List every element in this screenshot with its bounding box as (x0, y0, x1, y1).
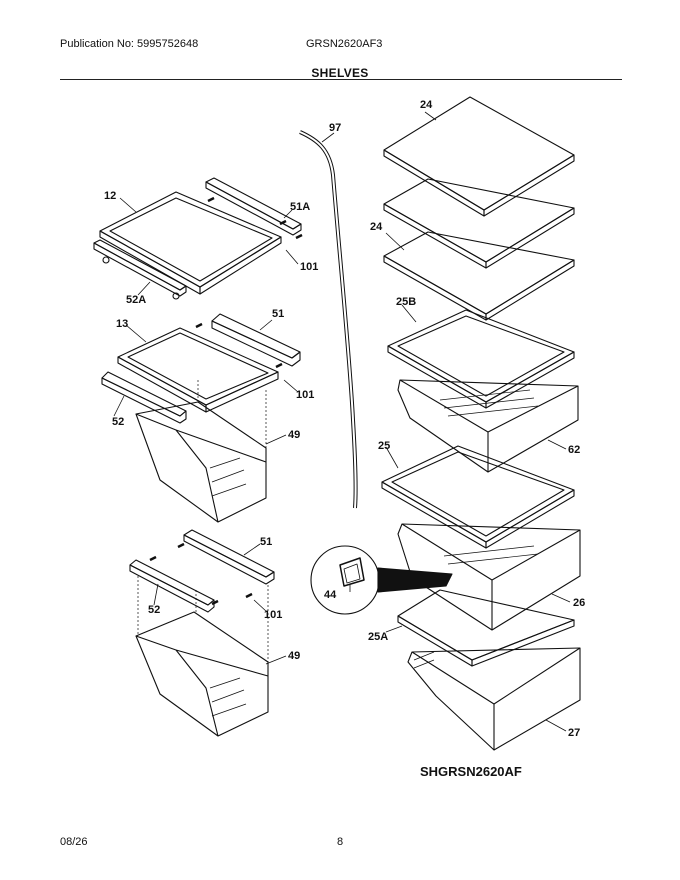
screw-101-c (149, 542, 253, 606)
part-51A-rail (205, 177, 302, 236)
callout-13: 13 (116, 318, 128, 330)
callout-52-b: 52 (148, 604, 160, 616)
callout-26: 26 (573, 597, 585, 609)
callout-52-a: 52 (112, 416, 124, 428)
callout-24-top: 24 (420, 99, 433, 111)
screw-101-a (207, 196, 303, 240)
footer-date: 08/26 (60, 836, 88, 848)
part-27-crisper-drawer (407, 647, 581, 751)
screw-101-b (195, 322, 283, 369)
callout-101-b: 101 (296, 389, 314, 401)
part-51-rail-b (183, 529, 275, 585)
part-97-tube (299, 130, 358, 509)
part-25A-crisper-cover (397, 589, 575, 667)
callout-97: 97 (329, 122, 341, 134)
section-title: SHELVES (311, 66, 369, 80)
part-52-rail-b (129, 559, 215, 613)
callout-27: 27 (568, 727, 580, 739)
callout-49-b: 49 (288, 650, 300, 662)
header-rule (60, 79, 622, 80)
page-number: 8 (337, 836, 344, 848)
part-24-shelf-top (383, 96, 575, 217)
callout-44: 44 (324, 589, 337, 601)
publication-number: Publication No: 5995752648 (60, 38, 199, 50)
callout-101-c: 101 (264, 609, 282, 621)
part-12-glass-shelf (99, 191, 282, 295)
part-52A-rail (93, 239, 187, 300)
callout-51-b: 51 (260, 536, 272, 548)
callout-25B: 25B (396, 296, 416, 308)
callout-12: 12 (104, 190, 116, 202)
part-13-glass-shelf (117, 327, 279, 413)
part-24-shelf-mid (383, 178, 575, 269)
callout-25: 25 (378, 440, 390, 452)
callout-52A: 52A (126, 294, 146, 306)
part-62-crisper-drawer (397, 379, 579, 473)
callout-49-a: 49 (288, 429, 300, 441)
model-number: GRSN2620AF3 (306, 38, 383, 50)
part-52-rail-a (101, 371, 187, 424)
callout-62: 62 (568, 444, 580, 456)
part-49-bin-upper (135, 380, 267, 523)
leader-lines (113, 111, 571, 732)
part-25B-crisper-cover (387, 309, 575, 409)
callout-51A: 51A (290, 201, 310, 213)
callout-25A: 25A (368, 631, 388, 643)
part-44-label-callout (310, 545, 453, 615)
callout-51-a: 51 (272, 308, 284, 320)
part-49-bin-lower (135, 576, 269, 737)
callout-101-a: 101 (300, 261, 318, 273)
part-51-rail-a (211, 313, 301, 367)
diagram-id: SHGRSN2620AF (420, 764, 522, 779)
part-25-crisper-cover (381, 445, 575, 549)
callout-24-mid: 24 (370, 221, 383, 233)
